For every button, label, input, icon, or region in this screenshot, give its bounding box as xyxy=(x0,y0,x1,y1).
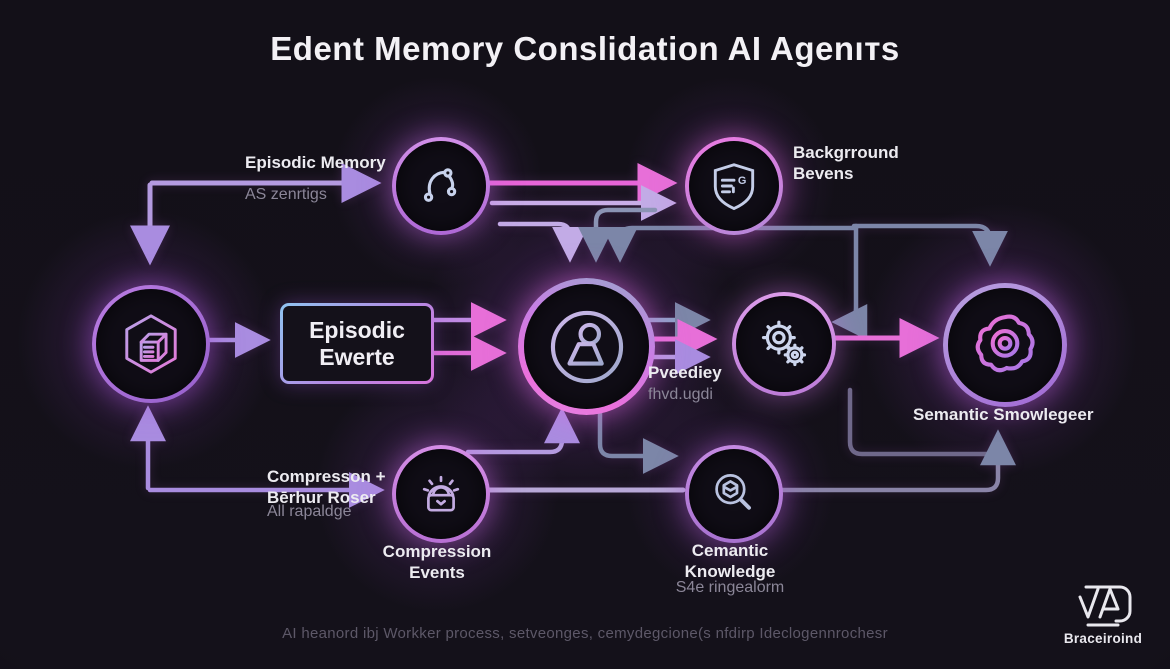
svg-text:G: G xyxy=(738,175,747,187)
compresson-edge-line2: Bērhur Roser xyxy=(267,488,376,507)
brand-logo: Braceiroind xyxy=(1048,583,1158,646)
knowledge-node xyxy=(685,445,783,543)
gears-icon xyxy=(761,320,807,367)
compression-label-line1: Compression xyxy=(382,542,492,561)
flower-eye-icon xyxy=(975,314,1035,373)
brand-logo-icon xyxy=(1078,585,1132,627)
knowledge-label: Cemantic Knowledge xyxy=(650,540,810,582)
compression-node xyxy=(392,445,490,543)
background-label-line2: Bevens xyxy=(793,164,854,183)
compression-label-line2: Events xyxy=(409,563,465,582)
compression-label: Compression Events xyxy=(357,541,517,583)
compresson-edge-line1: Compresson + xyxy=(267,467,386,486)
knowledge-label-line1: Cemantic xyxy=(691,541,769,560)
brand-logo-text: Braceiroind xyxy=(1063,631,1143,646)
pveediey-sub: fhvd.ugdi xyxy=(648,386,713,403)
episodic-memory-sub: AS zenrtigs xyxy=(245,186,327,203)
event-box-line1: Episodic xyxy=(309,316,405,343)
episodic-event-box: Episodic Ewerte xyxy=(280,303,434,384)
gears-node xyxy=(732,292,836,396)
pveediey-label: Pveediey xyxy=(648,363,722,382)
background-label: Backgrround Bevens xyxy=(793,142,899,184)
footer-caption: AI heanord ibj Workker process, setveong… xyxy=(282,625,888,642)
knowledge-label-line2: Knowledge xyxy=(684,562,776,581)
event-box-line2: Ewerte xyxy=(319,343,395,370)
page-title: Edent Memory Conslidation AI Agenıтs xyxy=(270,30,900,67)
person-icon xyxy=(550,310,623,383)
semantic-node xyxy=(943,283,1067,407)
background-label-line1: Backgrround xyxy=(793,143,899,162)
semantic-label: Semantic Smowlegeer xyxy=(913,405,1094,424)
route-icon xyxy=(423,168,457,202)
source-node xyxy=(92,285,210,403)
compresson-edge-sub: All rapaldge xyxy=(267,503,352,520)
search-hexagon-icon xyxy=(715,474,751,510)
episodic-memory-label: Episodic Memory xyxy=(245,153,386,172)
compresson-edge-label: Compresson + Bērhur Roser xyxy=(267,466,386,508)
archive-cube-icon xyxy=(125,314,177,374)
route-node xyxy=(392,137,490,235)
shield-node: G xyxy=(685,137,783,235)
gear-vault-icon xyxy=(422,475,460,512)
knowledge-sub: S4e ringealorm xyxy=(675,579,785,596)
agent-node xyxy=(518,278,655,415)
shield-icon: G xyxy=(713,163,755,211)
